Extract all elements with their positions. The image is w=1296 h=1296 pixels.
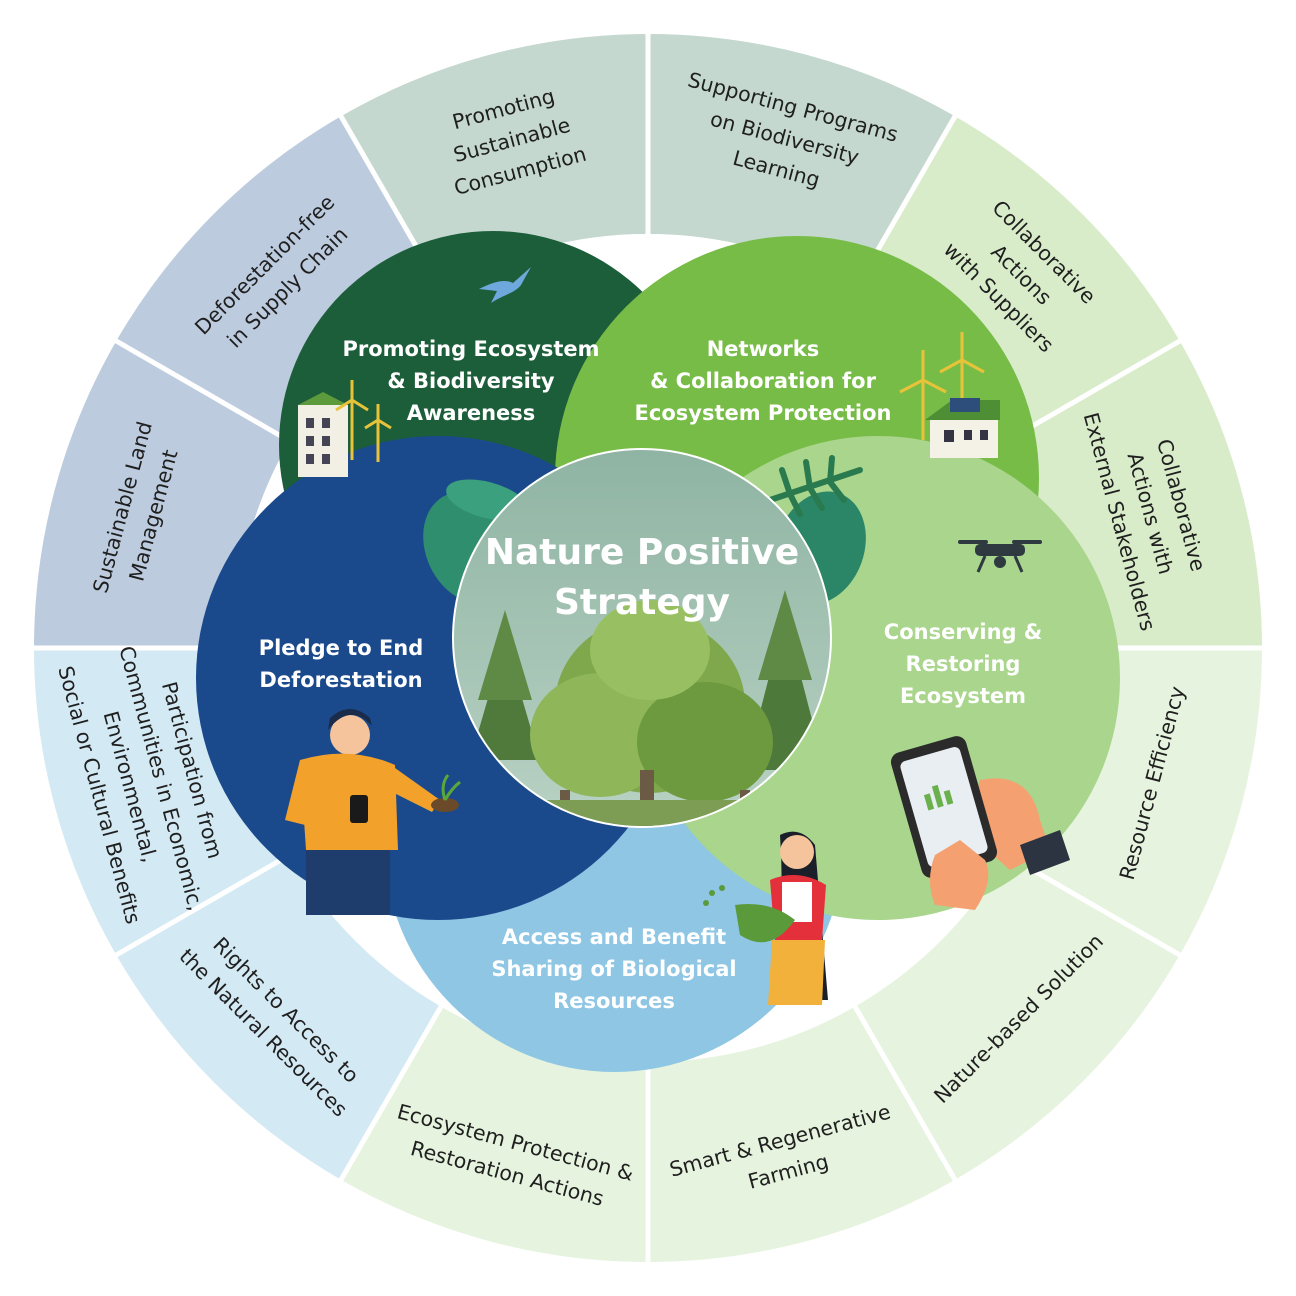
pillar-label-line: Restoring	[906, 652, 1021, 676]
ring-segment	[648, 1006, 955, 1262]
center-title-line: Strategy	[554, 582, 730, 623]
pillar-label-line: Ecosystem Protection	[635, 401, 892, 425]
palm-leaf-icon	[767, 455, 863, 517]
pillar-label-line: Promoting Ecosystem	[342, 337, 599, 361]
pillar-label-line: Networks	[707, 337, 820, 361]
farmer-woman-icon	[703, 831, 828, 1005]
center-title-line: Nature Positive	[485, 532, 799, 573]
pillar-label-line: Awareness	[407, 401, 536, 425]
buildings-icon	[298, 392, 348, 477]
pillar-label-line: & Collaboration for	[650, 369, 877, 393]
ring-divider	[336, 1001, 446, 1185]
pillar-label-line: & Biodiversity	[387, 369, 555, 393]
phone-in-hand-icon	[890, 736, 1070, 910]
worker-holding-seedling-icon	[285, 709, 461, 915]
pillar-label-line: Access and Benefit	[502, 925, 726, 949]
pillar-label-line: Sharing of Biological	[491, 957, 736, 981]
pillar-label-line: Resources	[553, 989, 675, 1013]
drone-icon	[958, 540, 1042, 573]
ring-segment	[341, 33, 648, 290]
ring-segment	[116, 855, 441, 1180]
outer-ring	[34, 33, 1262, 1262]
ring-segment	[855, 855, 1180, 1180]
ring-segment	[855, 116, 1180, 441]
ring-segment	[648, 34, 955, 290]
pillar-label-line: Conserving &	[884, 620, 1042, 644]
pillar-label-line: Deforestation	[259, 668, 422, 692]
ring-divider	[850, 1001, 960, 1185]
ring-segment	[341, 1006, 648, 1262]
pillar-label-line: Pledge to End	[259, 636, 424, 660]
ring-segment	[116, 116, 441, 441]
pillar-label-line: Ecosystem	[900, 684, 1026, 708]
house-solar-icon	[925, 398, 1000, 458]
ring-divider	[111, 336, 295, 446]
ring-divider	[111, 850, 295, 960]
bird-icon	[479, 267, 531, 303]
